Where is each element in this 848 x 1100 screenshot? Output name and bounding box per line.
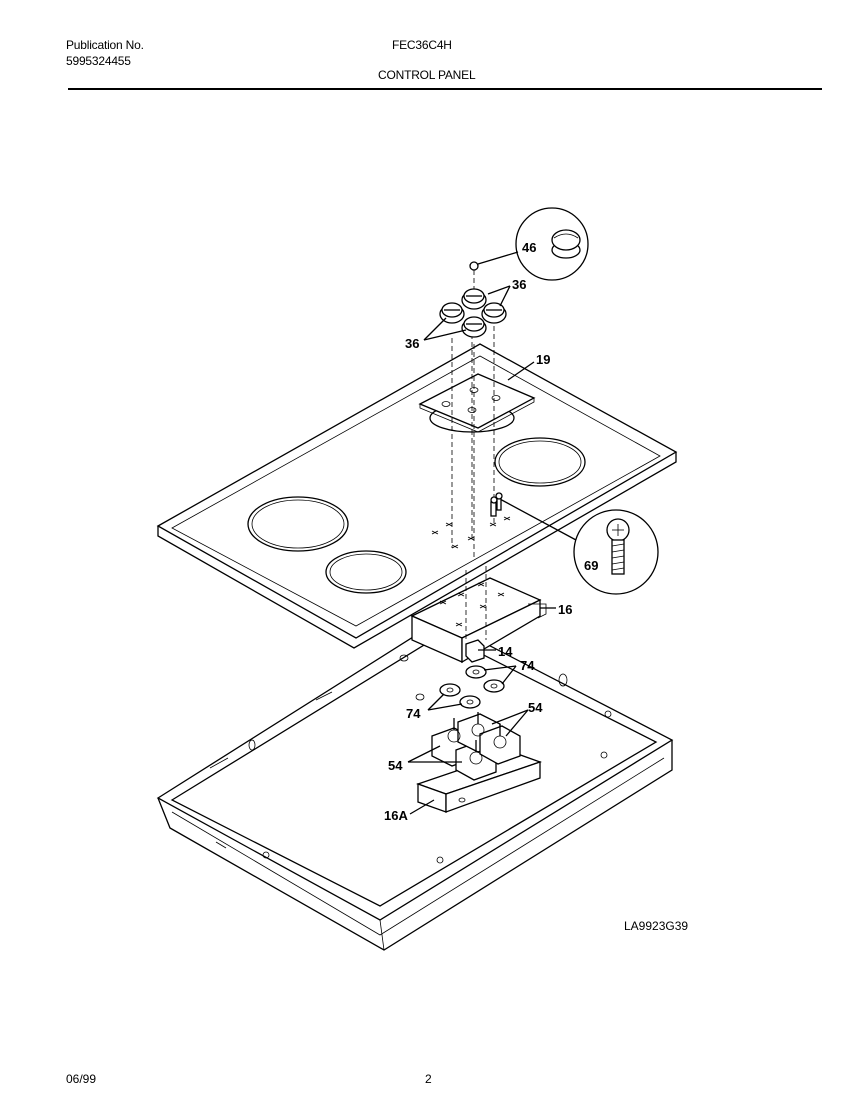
detail-bubble-46 bbox=[477, 207, 589, 281]
callout-74-right: 74 bbox=[520, 658, 535, 673]
model-number: FEC36C4H bbox=[392, 38, 452, 52]
callout-69: 69 bbox=[584, 558, 598, 573]
leader-lines bbox=[407, 285, 556, 815]
control-knobs bbox=[439, 261, 507, 338]
footer-date: 06/99 bbox=[66, 1072, 97, 1086]
callout-36-left: 36 bbox=[405, 336, 419, 351]
publication-number: 5995324455 bbox=[66, 54, 131, 68]
control-trim-plate bbox=[418, 373, 536, 433]
publication-label: Publication No. bbox=[66, 38, 144, 52]
callout-54-left: 54 bbox=[388, 758, 403, 773]
drawing-code: LA9923G39 bbox=[624, 919, 689, 933]
cooktop-top bbox=[156, 343, 678, 649]
header-rule bbox=[68, 88, 822, 90]
washers bbox=[439, 665, 505, 709]
assembly-guide-lines bbox=[451, 270, 495, 640]
page-number: 2 bbox=[425, 1072, 432, 1086]
lower-frame bbox=[156, 619, 674, 951]
section-title: CONTROL PANEL bbox=[378, 68, 476, 82]
infinite-switches bbox=[431, 712, 521, 781]
control-bracket bbox=[410, 577, 547, 664]
callout-19: 19 bbox=[536, 352, 550, 367]
callout-14: 14 bbox=[498, 644, 513, 659]
callout-74-left: 74 bbox=[406, 706, 421, 721]
callout-46: 46 bbox=[522, 240, 536, 255]
callout-54-right: 54 bbox=[528, 700, 543, 715]
callout-36-top: 36 bbox=[512, 277, 526, 292]
callout-16a: 16A bbox=[384, 808, 408, 823]
callout-16: 16 bbox=[558, 602, 572, 617]
detail-bubble-69 bbox=[490, 492, 659, 595]
